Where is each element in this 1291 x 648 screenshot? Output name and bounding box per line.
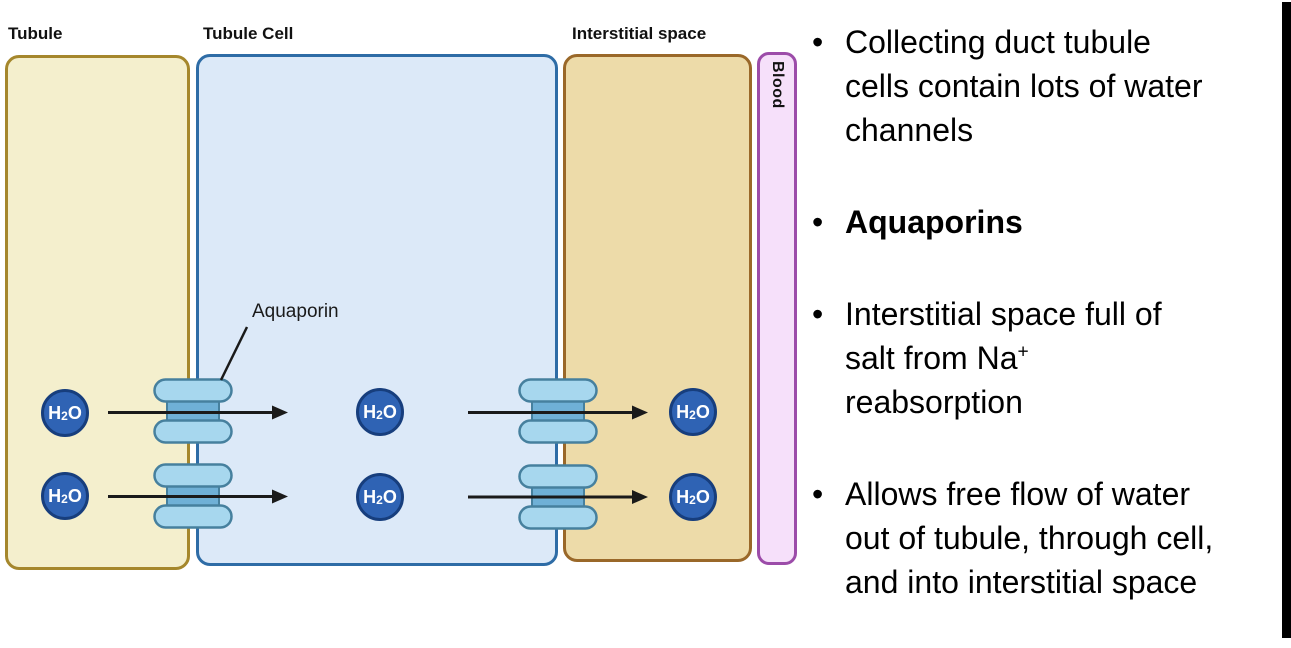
right-edge-bar: [1282, 2, 1291, 638]
bullet-line: and into interstitial space: [845, 564, 1198, 600]
bullet-line: reabsorption: [845, 384, 1023, 420]
bullet-item: • Collecting duct tubule cells contain l…: [812, 20, 1284, 152]
interstitial-space-label: Interstitial space: [572, 24, 707, 43]
bullet-item: • Interstitial space full of salt from N…: [812, 292, 1284, 424]
bullet-line: Collecting duct tubule: [845, 24, 1151, 60]
blood-label: Blood: [769, 61, 786, 109]
blood-region-box: Blood: [757, 52, 797, 565]
flow-arrow: [108, 489, 288, 504]
superscript-plus: +: [1017, 341, 1029, 363]
bullet-line: Interstitial space full of: [845, 296, 1162, 332]
flow-arrow: [108, 405, 288, 420]
tubule-label: Tubule: [8, 24, 63, 43]
bullet-item: • Aquaporins: [812, 200, 1284, 244]
bullet-dot: •: [812, 204, 824, 240]
bullet-line: channels: [845, 112, 974, 148]
tubule-region-box: [5, 55, 190, 570]
bullet-line: cells contain lots of water: [845, 68, 1203, 104]
notes-column: • Collecting duct tubule cells contain l…: [812, 20, 1284, 648]
tubule-cell-label: Tubule Cell: [203, 24, 294, 43]
bullet-line: out of tubule, through cell,: [845, 520, 1214, 556]
bullet-dot: •: [812, 476, 824, 512]
aquaporin-label: Aquaporin: [252, 301, 339, 322]
bullet-dot: •: [812, 296, 824, 332]
label-pointer-line: [219, 326, 249, 381]
bullet-dot: •: [812, 24, 824, 60]
bullet-line: salt from Na+: [845, 340, 1029, 376]
flow-arrow: [468, 405, 648, 420]
interstitial-space-region-box: [563, 54, 752, 562]
bullet-item: • Allows free flow of water out of tubul…: [812, 472, 1284, 604]
bullet-line: Aquaporins: [845, 204, 1023, 240]
bullet-line: Allows free flow of water: [845, 476, 1191, 512]
flow-arrow: [468, 490, 648, 504]
